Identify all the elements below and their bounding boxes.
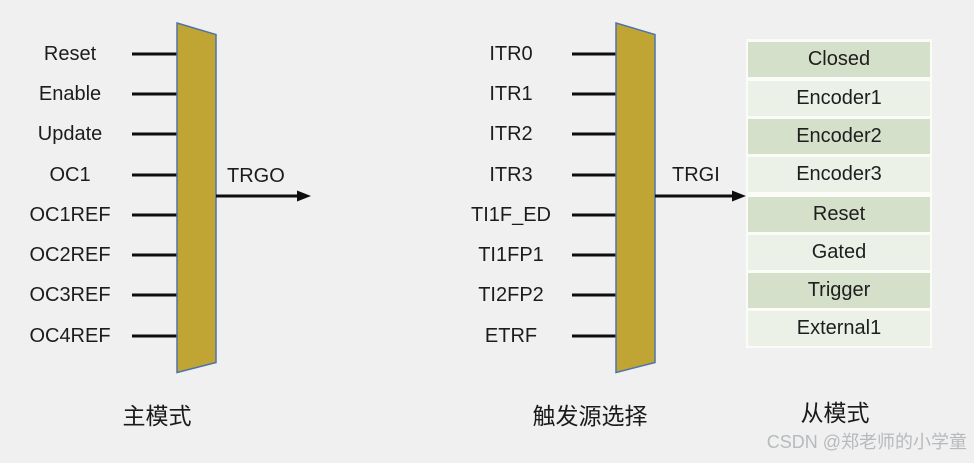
trigger-signal-label: ITR1 (489, 83, 533, 105)
slave-mode-row: Reset (748, 197, 930, 232)
master-mux-shape (176, 21, 217, 374)
slave-mode-row: Closed (748, 42, 930, 77)
trigger-signal-label: TI2FP2 (478, 284, 544, 306)
watermark-text: CSDN @郑老师的小学童 (766, 432, 967, 452)
master-signal-label: Update (37, 123, 103, 145)
slave-caption: 从模式 (800, 400, 870, 426)
slave-mode-row: Encoder3 (748, 157, 930, 192)
trigger-signal-label: ITR3 (489, 164, 533, 186)
trgi-arrowhead (732, 190, 746, 202)
slave-mode-row: Trigger (748, 273, 930, 308)
master-signal-label: Enable (38, 83, 102, 105)
trigger-signal-label: TI1F_ED (470, 204, 552, 226)
slave-mode-row: Encoder2 (748, 119, 930, 154)
trigger-signal-label: ETRF (484, 325, 538, 347)
trigger-mux-shape (615, 21, 656, 374)
master-signal-label: OC1 (49, 164, 91, 186)
master-signal-label: OC4REF (29, 325, 111, 347)
master-signal-label: OC3REF (29, 284, 111, 306)
slave-mode-row: External1 (748, 311, 930, 346)
master-signal-label: OC1REF (29, 204, 111, 226)
slave-mode-row: Gated (748, 235, 930, 270)
master-signal-label: Reset (43, 43, 97, 65)
master-signal-label: OC2REF (29, 244, 111, 266)
trigger-signal-label: TI1FP1 (478, 244, 544, 266)
trgi-label: TRGI (672, 164, 720, 186)
trgo-label: TRGO (227, 165, 285, 187)
trigger-signal-label: ITR2 (489, 123, 533, 145)
trigger-caption: 触发源选择 (532, 403, 648, 429)
slave-mode-row: Encoder1 (748, 81, 930, 116)
trigger-signal-label: ITR0 (489, 43, 533, 65)
trgo-arrowhead (297, 190, 311, 202)
master-caption: 主模式 (122, 403, 192, 429)
